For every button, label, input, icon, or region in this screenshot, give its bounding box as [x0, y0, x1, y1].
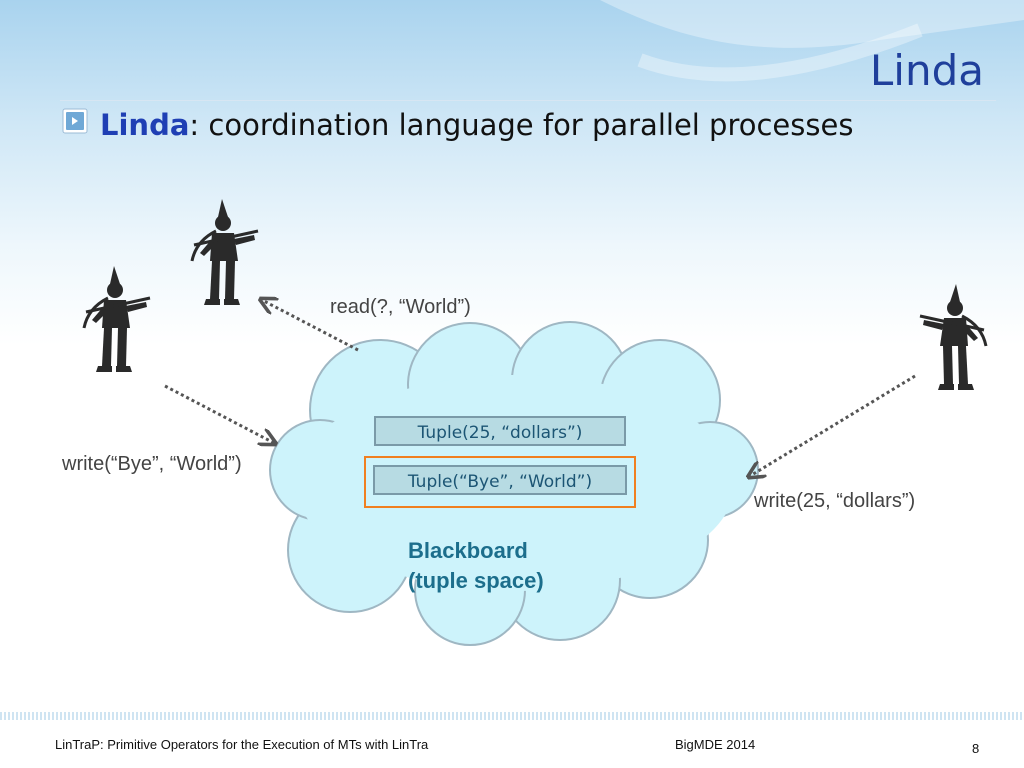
blackboard-subtitle: (tuple space)	[408, 568, 544, 593]
heading-keyword: Linda	[100, 108, 190, 142]
blackboard-title: Blackboard	[408, 538, 528, 563]
footer-conference: BigMDE 2014	[675, 737, 756, 752]
slide-title: Linda	[869, 46, 984, 95]
tuple-25-dollars: Tuple(25, “dollars”)	[374, 416, 626, 446]
process-figure-right	[918, 282, 988, 392]
read-arrow	[262, 300, 359, 352]
process-figure-top	[190, 197, 260, 307]
blackboard-label: Blackboard (tuple space)	[408, 536, 544, 596]
write-right-operation-label: write(25, “dollars”)	[754, 490, 916, 512]
bullet-icon	[62, 108, 88, 134]
title-divider	[60, 100, 996, 101]
footer-divider	[0, 712, 1024, 720]
slide-heading: Linda: coordination language for paralle…	[100, 108, 853, 142]
footer-title: LinTraP: Primitive Operators for the Exe…	[55, 737, 429, 752]
write-left-operation-label: write(“Bye”, “World”)	[62, 453, 242, 475]
write-left-arrow	[164, 384, 274, 443]
heading-text: : coordination language for parallel pro…	[189, 108, 854, 142]
read-operation-label: read(?, “World”)	[330, 296, 471, 318]
tuple-bye-world: Tuple(“Bye”, “World”)	[373, 465, 627, 495]
page-number: 8	[972, 741, 980, 756]
matched-tuple-highlight	[364, 456, 636, 508]
write-right-arrow	[750, 374, 916, 476]
process-figure-left	[82, 264, 152, 374]
